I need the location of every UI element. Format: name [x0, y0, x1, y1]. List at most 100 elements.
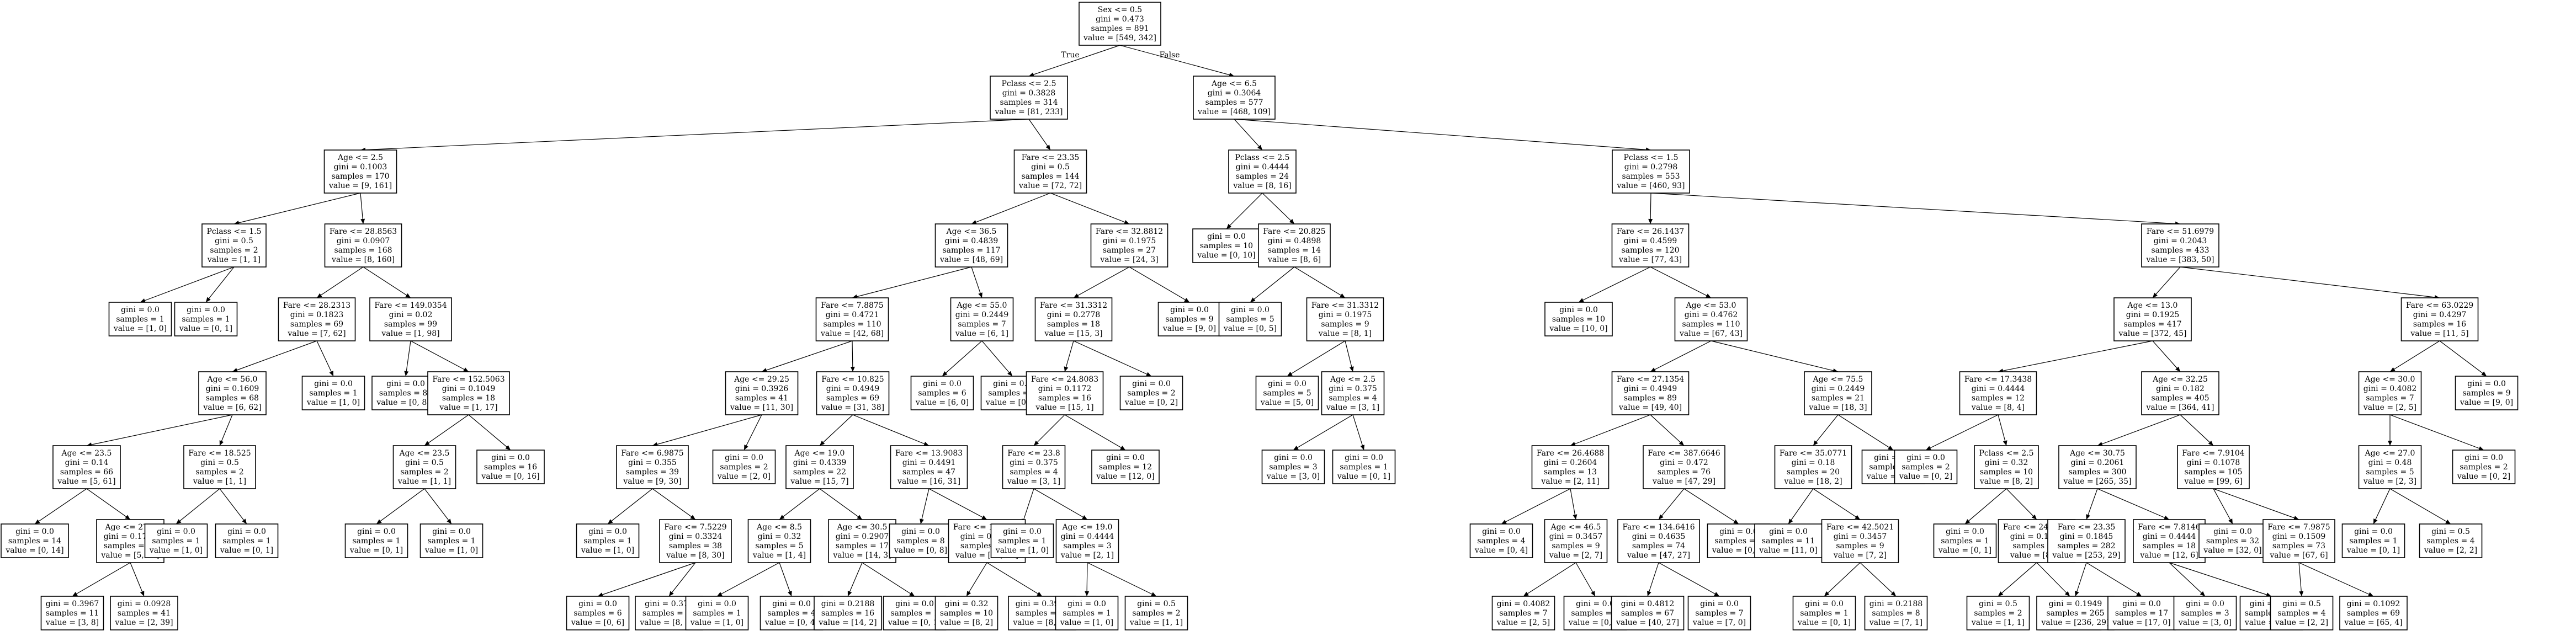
tree-edge [86, 488, 131, 520]
node-text-line: gini = 0.4839 [945, 237, 998, 245]
edge-arrowhead [820, 440, 825, 446]
node-text-line: value = [2, 3] [2363, 477, 2416, 486]
node-text-line: gini = 0.0 [1805, 600, 1844, 608]
node-box [2113, 297, 2192, 341]
node-text-line: samples = 110 [1682, 320, 1740, 329]
node-text-line: value = [1, 0] [113, 324, 167, 333]
node-text-line: value = [12, 0] [1096, 472, 1154, 481]
node-text-line: Age <= 56.0 [207, 375, 258, 384]
node-text-line: gini = 0.0 [923, 379, 962, 388]
node-text-line: Fare <= 23.35 [2058, 523, 2116, 532]
node-text-line: gini = 0.1172 [1038, 384, 1092, 393]
node-box [1228, 149, 1297, 194]
node-text-line: samples = 13 [1544, 468, 1597, 477]
edge-arrowhead [762, 368, 767, 372]
tree-edge [779, 488, 820, 520]
node-text-line: gini = 0.0 [2354, 527, 2393, 536]
node-box [576, 523, 640, 558]
tree-edge [1813, 488, 1861, 520]
tree-edge [1262, 192, 1295, 224]
node-text-line: Age <= 30.75 [2069, 449, 2125, 458]
tree-edge [2097, 414, 2181, 446]
node-text-line: gini = 0.3064 [1208, 89, 1261, 98]
node-text-line: samples = 5 [2366, 468, 2414, 477]
node-box [108, 302, 172, 336]
node-text-line: value = [8, 2] [1979, 477, 2033, 486]
node-text-line: gini = 0.182 [2156, 384, 2205, 393]
node-text-line: samples = 405 [2151, 394, 2209, 403]
node-text-line: value = [2, 0] [717, 472, 771, 481]
node-box [1002, 445, 1066, 489]
tree-edge [1647, 562, 1659, 597]
node-text-line: samples = 17 [2115, 609, 2168, 618]
node-text-line: samples = 282 [2057, 542, 2115, 550]
node-text-line: gini = 0.0 [1906, 453, 1945, 462]
node-text-line: gini = 0.0 [1946, 527, 1984, 536]
node-text-line: Age <= 19.0 [794, 449, 845, 458]
edge-arrowhead [2445, 520, 2451, 524]
node-text-line: Age <= 13.0 [2127, 301, 2178, 310]
node-text-line: gini = 0.2604 [1544, 458, 1597, 467]
node-text-line: samples = 5 [755, 542, 803, 550]
edge-arrowhead [376, 519, 382, 524]
node-text-line: value = [81, 233] [994, 108, 1063, 116]
tree-edge [597, 562, 696, 597]
node-box [344, 523, 408, 558]
edge-arrowhead [1250, 297, 1256, 302]
node-text-line: gini = 0.473 [1096, 15, 1144, 24]
tree-edge [1650, 266, 1712, 298]
tree-edge [2439, 340, 2487, 377]
edge-arrowhead [2228, 518, 2233, 524]
tree-edge [2298, 562, 2374, 597]
node-text-line: gini = 0.2449 [1812, 384, 1865, 393]
node-text-line: gini = 0.0 [772, 600, 811, 608]
edge-arrowhead [1888, 445, 1893, 450]
edge-arrowhead [909, 591, 915, 596]
node-text-line: value = [1, 1] [1129, 618, 1183, 627]
node-box [1774, 445, 1852, 489]
tree-edge [819, 414, 853, 446]
node-text-line: gini = 0.5 [200, 458, 239, 467]
tree-edge [205, 266, 235, 303]
node-text-line: value = [67, 6] [2269, 551, 2328, 560]
node-text-line: value = [8, 16] [1233, 181, 1291, 190]
edge-arrowhead [2208, 440, 2213, 446]
node-text-line: samples = 300 [2068, 468, 2126, 477]
node-box [889, 523, 953, 558]
node-text-line: value = [12, 6] [2139, 551, 2198, 560]
node-text-line: value = [0, 5] [1223, 324, 1277, 333]
edge-arrowhead [2200, 591, 2205, 596]
tree-edge [1964, 488, 2007, 525]
tree-edge [1570, 414, 1651, 446]
node-text-line: value = [460, 93] [1616, 181, 1685, 190]
node-text-line: gini = 0.32 [1985, 458, 2028, 467]
node-box [52, 445, 121, 489]
node-text-line: gini = 0.0928 [118, 600, 171, 608]
node-text-line: gini = 0.1975 [1103, 237, 1156, 245]
edge-arrowhead [463, 367, 469, 372]
node-text-line: gini = 0.0 [2467, 379, 2506, 388]
node-text-line: gini = 0.1845 [2060, 532, 2113, 541]
tree-edge [852, 340, 853, 372]
node-text-line: gini = 0.0 [1207, 232, 1246, 241]
tree-edge [1998, 414, 2007, 446]
node-text-line: samples = 1 [152, 537, 200, 546]
